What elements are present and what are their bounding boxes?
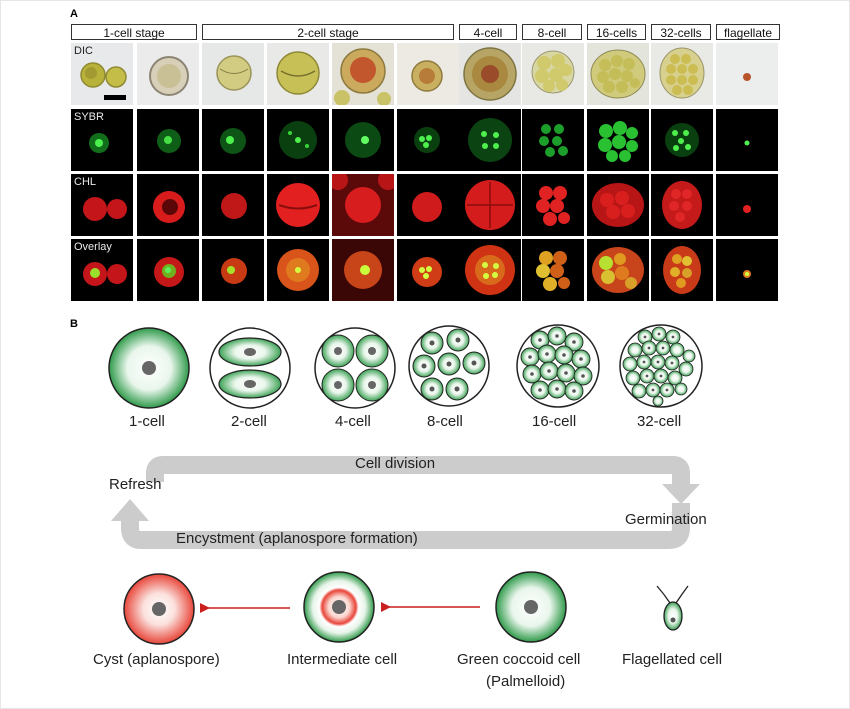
sybr-image-1-cell-a: [71, 109, 133, 171]
cell-cycle-arrow: [111, 456, 700, 549]
label-8-cell: 8-cell: [427, 413, 463, 430]
header-32-cells: 32-cells: [651, 24, 711, 40]
overlay-image-32-cell: [651, 239, 713, 301]
overlay-row-label: Overlay: [74, 241, 112, 253]
cyst-cell: [123, 573, 195, 645]
dic-image-flagellate: [716, 43, 778, 105]
overlay-image-1-cell-a: [71, 239, 133, 301]
overlay-row: Overlay: [71, 239, 781, 302]
overlay-image-2-cell-a: [202, 239, 264, 301]
sybr-image-4-cell: [459, 109, 521, 171]
overlay-image-1-cell-b: [137, 239, 199, 301]
panel-b-label: B: [70, 318, 78, 330]
diagram-32-cell: [619, 324, 703, 408]
header-1-cell-stage: 1-cell stage: [71, 24, 197, 40]
dic-image-16-cell: [587, 43, 649, 105]
dic-image-2-cell-a: [202, 43, 264, 105]
chl-image-1-cell-a: [71, 174, 133, 236]
label-2-cell: 2-cell: [231, 413, 267, 430]
chl-image-32-cell: [651, 174, 713, 236]
dic-image-1-cell-b: [137, 43, 199, 105]
refresh-label: Refresh: [109, 476, 162, 493]
cell-division-label: Cell division: [355, 455, 436, 472]
palmelloid-label: (Palmelloid): [486, 673, 566, 690]
germination-label: Germination: [625, 511, 707, 528]
dic-image-2-cell-c: [332, 43, 394, 105]
dic-row: DIC: [71, 43, 781, 105]
dic-image-32-cell: [651, 43, 713, 105]
chl-row: CHL: [71, 174, 781, 236]
chl-image-2-cell-a: [202, 174, 264, 236]
green-coccoid-label: Green coccoid cell: [457, 651, 581, 668]
encystment-label: Encystment (aplanospore formation): [176, 530, 418, 547]
overlay-image-2-cell-d: [397, 239, 459, 301]
sybr-image-8-cell: [522, 109, 584, 171]
dic-row-label: DIC: [74, 45, 93, 57]
overlay-image-4-cell: [459, 239, 521, 301]
scale-bar: [104, 95, 126, 100]
chl-image-2-cell-d: [397, 174, 459, 236]
label-32-cell: 32-cell: [637, 413, 682, 430]
chl-image-flagellate: [716, 174, 778, 236]
overlay-image-flagellate: [716, 239, 778, 301]
dic-image-1-cell-a: [71, 43, 133, 105]
dic-image-2-cell-b: [267, 43, 329, 105]
diagram-2-cell: [209, 327, 291, 409]
overlay-image-2-cell-b: [267, 239, 329, 301]
chl-image-4-cell: [459, 174, 521, 236]
flagellated-label: Flagellated cell: [622, 651, 723, 668]
overlay-image-2-cell-c: [332, 239, 394, 301]
chl-image-8-cell: [522, 174, 584, 236]
dic-image-2-cell-d: [397, 43, 459, 105]
dic-image-4-cell: [459, 43, 521, 105]
header-4-cell: 4-cell: [459, 24, 517, 40]
chl-row-label: CHL: [74, 176, 97, 188]
chl-image-1-cell-b: [137, 174, 199, 236]
panel-a-label: A: [70, 8, 78, 20]
intermediate-cell: [303, 571, 375, 643]
diagram-1-cell: [108, 327, 190, 409]
sybr-image-1-cell-b: [137, 109, 199, 171]
sybr-row-label: SYBR: [74, 111, 104, 123]
label-1-cell: 1-cell: [129, 413, 165, 430]
label-16-cell: 16-cell: [532, 413, 577, 430]
green-coccoid-cell: [495, 571, 567, 643]
chl-image-16-cell: [587, 174, 649, 236]
header-8-cell: 8-cell: [522, 24, 582, 40]
sybr-image-2-cell-b: [267, 109, 329, 171]
label-4-cell: 4-cell: [335, 413, 371, 430]
chl-image-2-cell-b: [267, 174, 329, 236]
header-flagellate: flagellate: [716, 24, 780, 40]
sybr-image-2-cell-c: [332, 109, 394, 171]
sybr-image-32-cell: [651, 109, 713, 171]
sybr-image-2-cell-d: [397, 109, 459, 171]
diagram-8-cell: [408, 325, 490, 407]
header-16-cells: 16-cells: [587, 24, 646, 40]
overlay-image-16-cell: [587, 239, 649, 301]
overlay-image-8-cell: [522, 239, 584, 301]
sybr-image-flagellate: [716, 109, 778, 171]
sybr-image-2-cell-a: [202, 109, 264, 171]
diagram-16-cell: [516, 324, 600, 408]
dic-image-8-cell: [522, 43, 584, 105]
sybr-row: SYBR: [71, 109, 781, 171]
sybr-image-16-cell: [587, 109, 649, 171]
cyst-label: Cyst (aplanospore): [93, 651, 220, 668]
intermediate-label: Intermediate cell: [287, 651, 398, 668]
chl-image-2-cell-c: [332, 174, 394, 236]
flagellated-cell: [656, 585, 689, 631]
diagram-4-cell: [314, 327, 396, 409]
header-2-cell-stage: 2-cell stage: [202, 24, 454, 40]
